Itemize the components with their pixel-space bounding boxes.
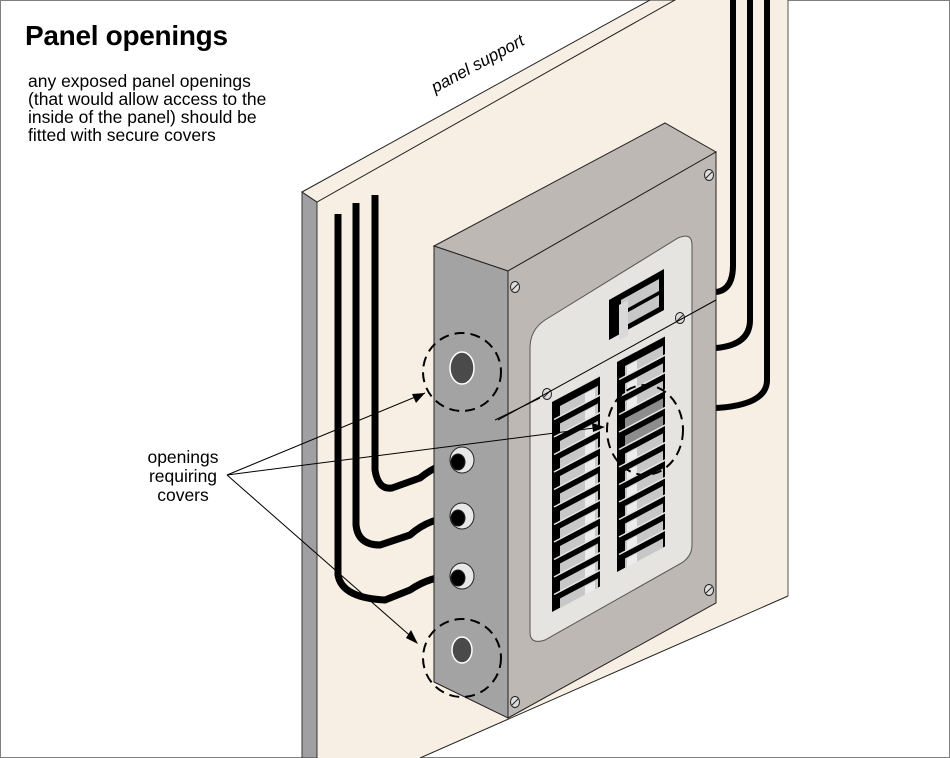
- breaker-handle: [585, 563, 595, 578]
- leader-lines: [226, 299, 717, 641]
- breaker-divider: [553, 428, 603, 456]
- callout-openings-requiring-covers: openings requiring covers: [118, 448, 248, 505]
- breaker-divider: [618, 510, 668, 538]
- breaker-divider: [618, 405, 668, 433]
- breaker-handle: [585, 528, 595, 543]
- screw-top-left: [510, 281, 520, 293]
- breaker-column-right: [617, 336, 668, 573]
- circle-missing-breakers: [606, 384, 684, 476]
- open-knockout-top: [449, 351, 475, 385]
- connector-2: [449, 502, 475, 530]
- breaker-handle: [627, 448, 637, 463]
- breaker-column-left: [552, 376, 603, 613]
- breaker-divider: [553, 585, 603, 613]
- screw-bottom-left: [510, 696, 520, 708]
- breaker-handle: [585, 510, 595, 526]
- screw-top-right: [704, 169, 714, 181]
- arrowheads: [406, 393, 605, 644]
- main-breaker: [609, 269, 664, 340]
- connector-1: [449, 446, 475, 474]
- breaker-divider: [618, 353, 668, 381]
- cable-connectors: [449, 446, 475, 590]
- breaker-divider: [553, 463, 603, 491]
- breaker-handle: [585, 475, 595, 491]
- circle-top-knockout: [422, 332, 502, 412]
- breaker-handle: [627, 535, 637, 550]
- open-knockout-bottom: [451, 636, 473, 664]
- wires-right: [715, 0, 770, 411]
- page-title: Panel openings: [25, 20, 228, 51]
- description-line: fitted with secure covers: [28, 125, 216, 145]
- breaker-handle: [585, 493, 595, 508]
- breaker-handle: [627, 360, 637, 375]
- connector-3: [449, 562, 475, 590]
- breaker-divider: [618, 493, 668, 521]
- breaker-handle: [627, 500, 637, 515]
- breaker-divider: [618, 388, 668, 416]
- breaker-divider: [618, 545, 668, 573]
- breaker-divider: [553, 533, 603, 561]
- description-line: inside of the panel) should be: [28, 107, 257, 127]
- breaker-divider: [618, 475, 668, 503]
- breaker-handle: [585, 405, 595, 421]
- breaker-divider: [553, 550, 603, 578]
- callout-line: requiring: [148, 466, 218, 486]
- breaker-divider: [553, 445, 603, 473]
- screw-bottom-right: [704, 584, 714, 596]
- breaker-divider: [618, 528, 668, 556]
- breaker-handle: [627, 465, 637, 480]
- breaker-divider: [618, 423, 668, 451]
- breaker-handle: [585, 388, 595, 403]
- breaker-divider: [618, 440, 668, 468]
- breaker-handle: [585, 440, 595, 456]
- breaker-divider: [553, 498, 603, 526]
- description: any exposed panel openings (that would a…: [28, 72, 348, 144]
- breaker-divider: [553, 515, 603, 543]
- breaker-divider: [553, 393, 603, 421]
- breaker-handle: [627, 553, 637, 568]
- circle-bottom-knockout: [422, 618, 502, 698]
- breaker-handle: [627, 395, 637, 410]
- breaker-divider: [618, 458, 668, 486]
- description-line: (that would allow access to the: [28, 89, 267, 109]
- breaker-divider: [553, 480, 603, 508]
- screw-cover-left: [542, 388, 552, 400]
- breaker-handle: [627, 483, 637, 498]
- dashed-circles: [422, 332, 684, 698]
- callout-line: covers: [157, 485, 209, 505]
- callout-line: openings: [147, 447, 219, 467]
- missing-breaker-slot: [625, 415, 663, 447]
- breaker-handle: [627, 518, 637, 533]
- breaker-divider: [553, 410, 603, 438]
- breaker-handle: [585, 458, 595, 473]
- missing-breaker-slot: [625, 398, 663, 430]
- description-line: any exposed panel openings: [28, 71, 251, 91]
- breaker-divider: [553, 568, 603, 596]
- breaker-handle: [585, 580, 595, 596]
- open-knockouts: [449, 351, 475, 664]
- breaker-handle: [585, 545, 595, 561]
